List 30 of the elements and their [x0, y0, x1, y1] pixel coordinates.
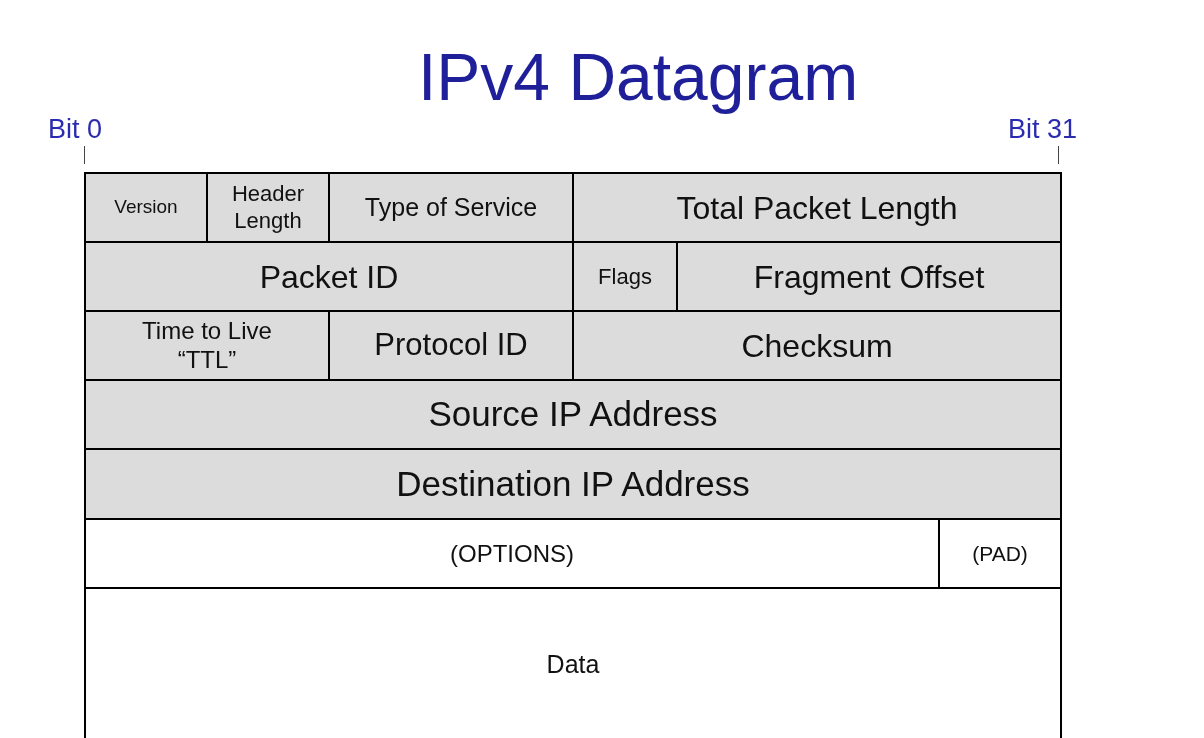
field-label: Time to Live “TTL” — [141, 316, 273, 375]
header-field — [84, 448, 1062, 520]
header-field — [84, 172, 208, 243]
header-field — [84, 379, 1062, 450]
header-field — [84, 587, 1062, 738]
field-label: (OPTIONS) — [450, 538, 574, 569]
field-label: (PAD) — [972, 540, 1028, 567]
field-label: Version — [114, 195, 178, 220]
header-field — [572, 310, 1062, 381]
field-label: Fragment Offset — [753, 257, 985, 297]
field-label: Header Length — [230, 181, 306, 234]
field-label: Total Packet Length — [676, 188, 958, 228]
field-label: Protocol ID — [374, 326, 528, 365]
header-field — [84, 310, 330, 381]
header-field — [328, 172, 574, 243]
bit-label: Bit 0 — [48, 116, 103, 143]
field-label: Destination IP Address — [396, 462, 750, 505]
field-label: Source IP Address — [428, 393, 718, 436]
field-label: Packet ID — [259, 257, 399, 297]
header-field — [572, 241, 678, 312]
header-field — [84, 241, 574, 312]
field-label: Flags — [598, 263, 652, 291]
header-field — [676, 241, 1062, 312]
bit-label: Bit 31 — [1008, 116, 1078, 143]
field-label: Data — [546, 648, 600, 680]
header-field — [328, 310, 574, 381]
header-field — [572, 172, 1062, 243]
header-field — [206, 172, 330, 243]
field-label: Checksum — [741, 326, 893, 366]
field-label: Type of Service — [364, 191, 538, 223]
